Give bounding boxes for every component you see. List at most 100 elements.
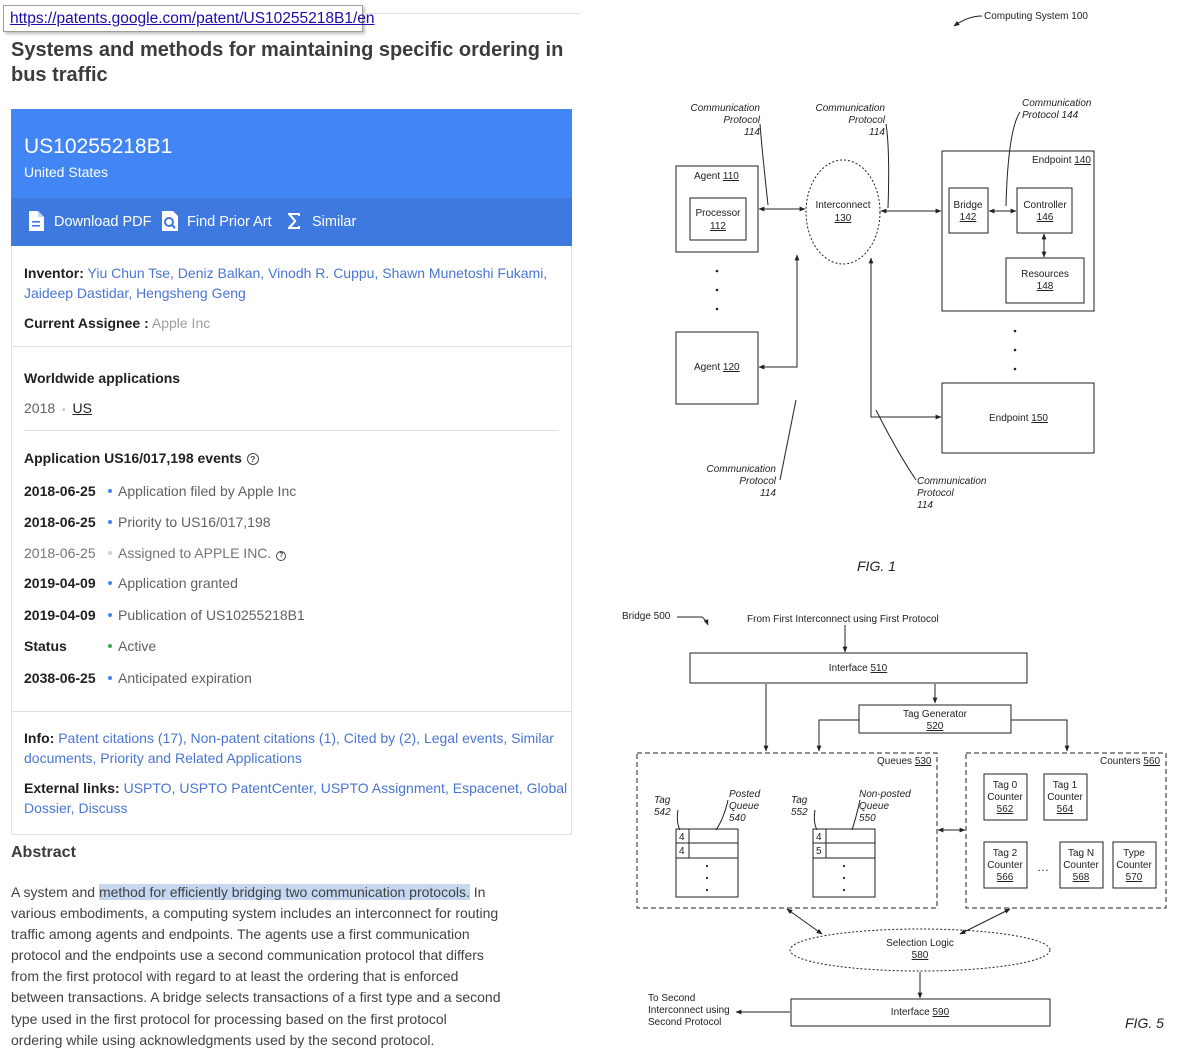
- patent-figures: Computing System 100 Communication Proto…: [590, 0, 1200, 1062]
- interface-num: 510: [871, 663, 888, 674]
- tagn-counter-box: [1059, 841, 1104, 889]
- resources-num: 148: [1037, 281, 1054, 292]
- cp-144-label: Protocol 144: [1022, 110, 1079, 121]
- event-dot: [108, 581, 112, 585]
- cp-label: Protocol: [848, 115, 885, 126]
- agent-label: Agent: [694, 362, 720, 373]
- external-links-row: External links: USPTO, USPTO PatentCente…: [24, 778, 567, 798]
- inventor-links[interactable]: Yiu Chun Tse, Deniz Balkan, Vinodh R. Cu…: [87, 265, 548, 281]
- tag0-label: Tag 0: [993, 780, 1018, 791]
- info-links[interactable]: Patent citations (17), Non-patent citati…: [58, 730, 554, 746]
- posted-queue-540: [675, 828, 739, 898]
- event-date: 2019-04-09: [24, 575, 96, 591]
- event-date: 2018-06-25: [24, 483, 96, 499]
- nonposted-queue-label: 550: [859, 813, 876, 824]
- worldwide-country-link[interactable]: US: [72, 400, 92, 416]
- event-text: Priority to US16/017,198: [118, 514, 271, 530]
- inventor-row: Inventor: Yiu Chun Tse, Deniz Balkan, Vi…: [24, 263, 547, 283]
- event-text: Assigned to APPLE INC.: [118, 545, 272, 561]
- figure-1-dots: [715, 269, 1017, 371]
- controller-label: Controller: [1023, 200, 1067, 211]
- abstract-text: A system and method for efficiently brid…: [11, 882, 501, 1051]
- status-label: Status: [24, 638, 67, 654]
- browser-edge: [364, 0, 579, 14]
- tag-generator-num: 520: [927, 721, 944, 732]
- section-divider: [11, 711, 572, 712]
- events-divider: [24, 430, 559, 431]
- worldwide-separator: •: [62, 405, 66, 416]
- cp-label: Communication: [816, 103, 886, 114]
- event-dot: [108, 676, 112, 680]
- counter-num: 570: [1126, 872, 1143, 883]
- event-date: 2019-04-09: [24, 607, 96, 623]
- endpoint-150-box: [941, 382, 1095, 454]
- patent-page: https://patents.google.com/patent/US1025…: [0, 0, 580, 1062]
- interface-590-box: [790, 998, 1051, 1027]
- url-bar[interactable]: https://patents.google.com/patent/US1025…: [3, 5, 375, 32]
- abstract-heading: Abstract: [11, 844, 76, 861]
- counter-label: Counter: [1116, 860, 1152, 871]
- resources-148-box: [1005, 257, 1085, 304]
- tag-552-label: 552: [791, 807, 808, 818]
- info-links-2[interactable]: documents, Priority and Related Applicat…: [24, 750, 302, 766]
- agent-num: 110: [723, 171, 739, 182]
- cp-label: 114: [760, 488, 776, 499]
- event-dot: [108, 489, 112, 493]
- inventor-links-2[interactable]: Jaideep Dastidar, Hengsheng Geng: [24, 285, 246, 301]
- tagn-label: Tag N: [1068, 848, 1094, 859]
- queue-entry: 5: [816, 846, 822, 857]
- type-counter-box: [1112, 841, 1157, 889]
- bridge-num: 142: [960, 212, 977, 223]
- counter-num: 564: [1057, 804, 1074, 815]
- status-dot: [108, 644, 112, 648]
- info-label: Info:: [24, 730, 55, 746]
- agent-110-label: Agent 110: [694, 171, 739, 182]
- tag-542-label: 542: [654, 807, 671, 818]
- figure-5-labels: Bridge 500 From First Interconnect using…: [622, 611, 1164, 1031]
- event-text: Application granted: [118, 575, 238, 591]
- assignee-row: Current Assignee : Apple Inc: [24, 313, 210, 333]
- events-label-text: Application US16/017,198 events: [24, 450, 242, 466]
- computing-system-label: Computing System 100: [984, 11, 1088, 22]
- help-icon[interactable]: ?: [246, 453, 259, 465]
- endpoint-label: Endpoint: [1032, 155, 1072, 166]
- tag-generator-520-box: [858, 704, 1012, 734]
- cp-label: 114: [744, 127, 760, 138]
- event-text: Anticipated expiration: [118, 670, 252, 686]
- page-title: Systems and methods for maintaining spec…: [11, 39, 564, 86]
- tag-generator-label: Tag Generator: [903, 709, 968, 720]
- processor-label: Processor: [695, 208, 741, 219]
- worldwide-label: Worldwide applications: [24, 370, 181, 386]
- nonposted-queue-550: [812, 828, 876, 898]
- country: United States: [24, 164, 109, 180]
- tag-542-label: Tag: [654, 795, 671, 806]
- abstract-highlight: method for efficiently bridging two comm…: [98, 884, 470, 900]
- sigma-icon: [288, 213, 300, 229]
- controller-146-box: [1016, 187, 1073, 234]
- url-text[interactable]: https://patents.google.com/patent/US1025…: [10, 10, 375, 27]
- patent-header: US10255218B1 United States: [11, 109, 572, 198]
- counters-label: Counters 560: [1100, 756, 1160, 767]
- help-icon[interactable]: ?: [276, 551, 287, 561]
- events-label: Application US16/017,198 events?: [24, 448, 259, 468]
- interface-label: Interface: [891, 1007, 930, 1018]
- cp-label: Protocol: [739, 476, 776, 487]
- nonposted-queue-label: Queue: [859, 801, 889, 812]
- external-links[interactable]: USPTO, USPTO PatentCenter, USPTO Assignm…: [123, 780, 568, 796]
- abstract-post: In various embodiments, a computing syst…: [11, 884, 501, 1048]
- interface-num: 590: [933, 1007, 950, 1018]
- interface-510-box: [689, 652, 1028, 684]
- tag2-label: Tag 2: [993, 848, 1018, 859]
- queue-entry: 4: [679, 846, 685, 857]
- interconnect-label: Interconnect: [815, 200, 870, 211]
- from-interconnect-label: From First Interconnect using First Prot…: [747, 614, 939, 625]
- counters-560-box: [965, 752, 1167, 909]
- queues-num: 530: [915, 756, 932, 767]
- external-links-2[interactable]: Dossier, Discuss: [24, 800, 128, 816]
- endpoint-150-label: Endpoint 150: [989, 413, 1048, 424]
- prior-art-search-icon: [162, 211, 178, 231]
